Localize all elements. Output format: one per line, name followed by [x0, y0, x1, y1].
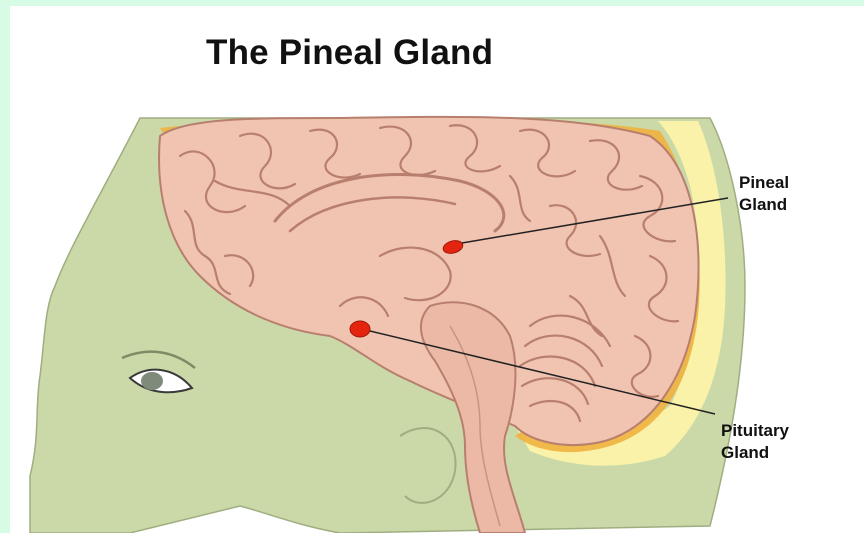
pituitary-gland-marker — [350, 321, 370, 337]
pineal-label-line-1: Pineal — [739, 172, 789, 194]
diagram-frame: The Pineal Gland — [10, 6, 864, 533]
pineal-label-line-2: Gland — [739, 194, 789, 216]
pituitary-label-line-2: Gland — [721, 442, 789, 464]
eye-iris — [141, 372, 163, 390]
pituitary-label-line-1: Pituitary — [721, 420, 789, 442]
pineal-gland-label: Pineal Gland — [739, 172, 789, 216]
pituitary-gland-label: Pituitary Gland — [721, 420, 789, 464]
